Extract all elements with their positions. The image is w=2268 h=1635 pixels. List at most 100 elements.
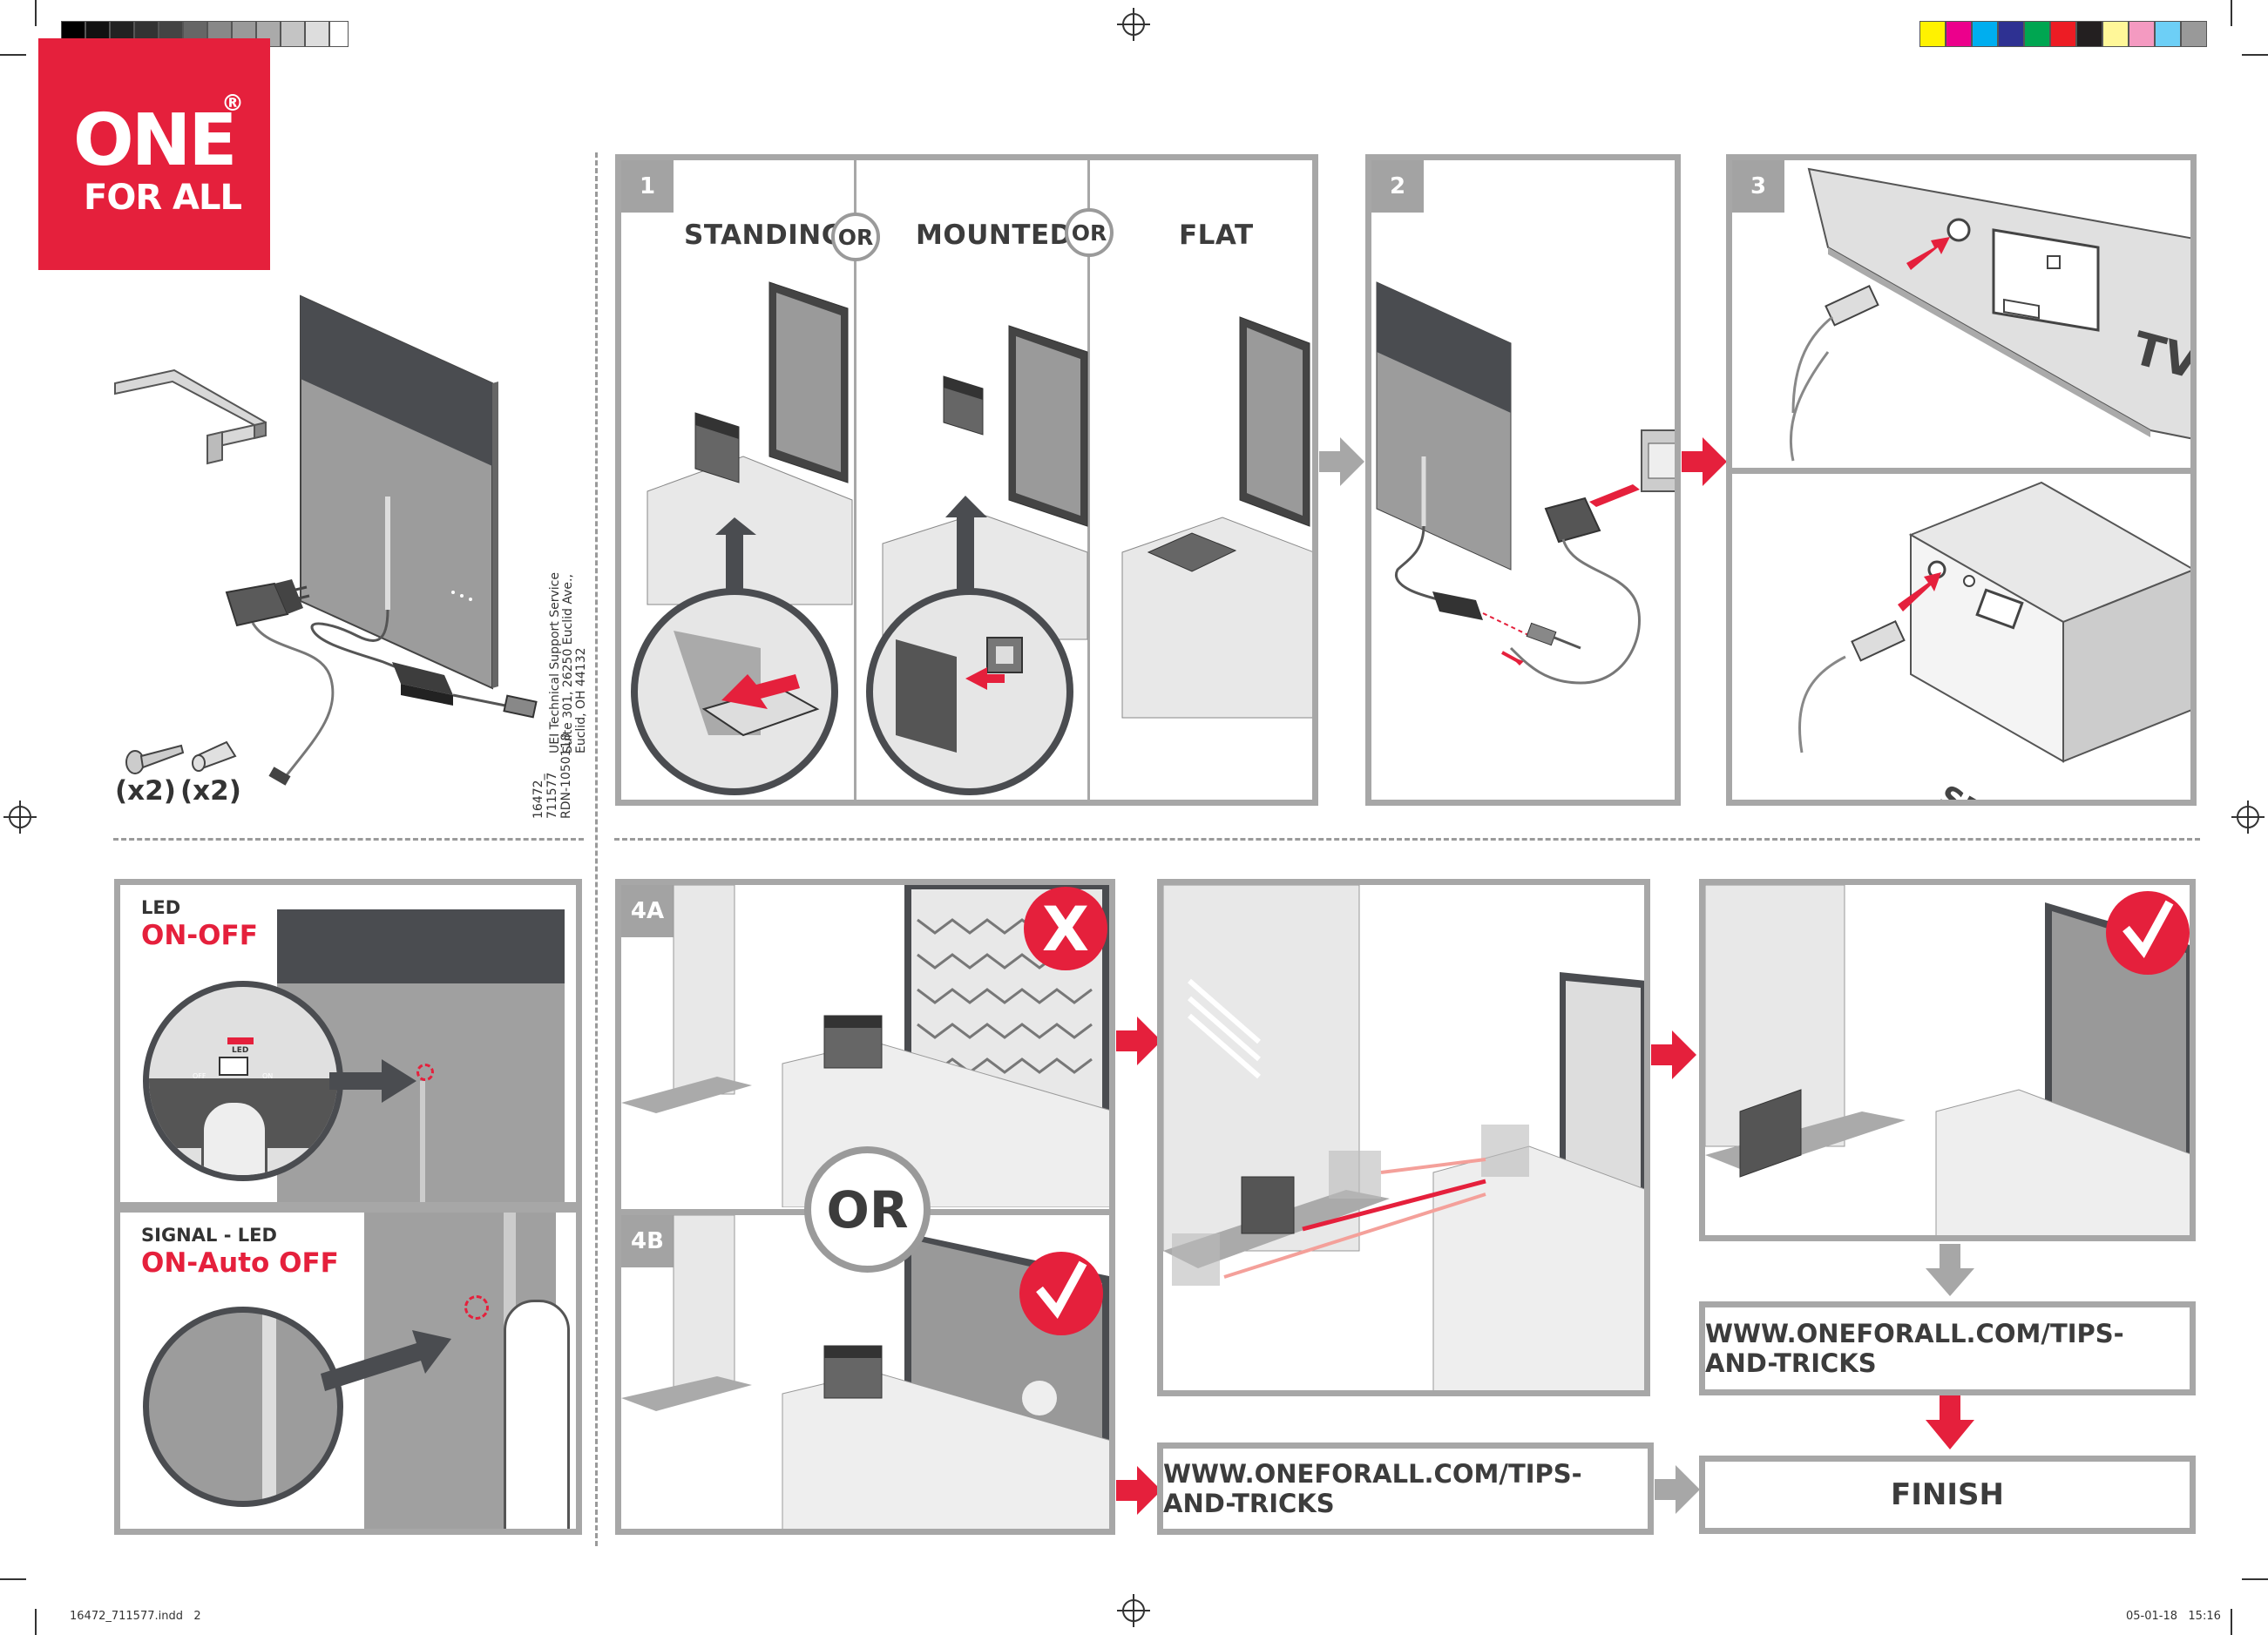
svg-text:X: X bbox=[1042, 894, 1089, 965]
registration-mark bbox=[3, 801, 37, 834]
screw-icon bbox=[125, 744, 185, 774]
signal-led-panel: SIGNAL - LED ON-Auto OFF bbox=[114, 1206, 582, 1535]
flow-arrow bbox=[1682, 437, 1727, 486]
edge-strip bbox=[262, 1313, 276, 1501]
flow-arrow-down bbox=[1926, 1394, 1974, 1449]
flow-arrow bbox=[1319, 437, 1364, 486]
finger bbox=[201, 1100, 267, 1175]
scene-5 bbox=[1163, 885, 1644, 1390]
flow-arrow bbox=[1116, 1017, 1161, 1065]
logo-line2: FOR ALL bbox=[84, 178, 242, 218]
footer-file: 16472_711577.indd 2 bbox=[70, 1610, 201, 1623]
registration-mark bbox=[1117, 8, 1150, 41]
amplifier-box bbox=[392, 662, 453, 706]
scene-4b bbox=[621, 1215, 1109, 1529]
swatch bbox=[281, 21, 305, 47]
led-toggle-switch[interactable] bbox=[219, 1057, 248, 1076]
color-bar bbox=[1919, 10, 2207, 47]
step-number: 1 bbox=[621, 160, 674, 213]
option-standing: STANDING bbox=[684, 220, 844, 251]
swatch bbox=[1946, 21, 1972, 47]
crop-mark bbox=[2242, 54, 2268, 56]
flow-arrow bbox=[1655, 1465, 1700, 1514]
step1-panel: 1 STANDING MOUNTED FLAT OR OR bbox=[615, 154, 1318, 806]
step-number-4a: 4A bbox=[621, 885, 674, 937]
red-indicator bbox=[416, 1064, 434, 1081]
crop-mark bbox=[35, 0, 37, 26]
switch-on-label: ON bbox=[262, 1072, 274, 1080]
finish-box: FINISH bbox=[1699, 1456, 2196, 1534]
signal-title: SIGNAL - LED bbox=[141, 1225, 277, 1246]
swatch bbox=[2155, 21, 2181, 47]
crop-mark bbox=[0, 54, 26, 56]
or-badge-large: OR bbox=[804, 1146, 931, 1273]
divider bbox=[854, 160, 856, 800]
swatch bbox=[2024, 21, 2050, 47]
zoom-circle: LED OFF ON bbox=[143, 981, 343, 1181]
antenna-cable bbox=[310, 609, 410, 674]
product-contents-illustration bbox=[114, 294, 538, 786]
footer-date: 05-01-18 15:16 bbox=[2126, 1610, 2221, 1623]
finger bbox=[504, 1300, 570, 1529]
swatch bbox=[1998, 21, 2024, 47]
crop-mark bbox=[2242, 1578, 2268, 1580]
swatch bbox=[305, 21, 329, 47]
tips-link-lower[interactable]: WWW.ONEFORALL.COM/TIPS-AND-TRICKS bbox=[1157, 1442, 1654, 1535]
swatch bbox=[1919, 21, 1946, 47]
address-line: UEI Technical Support Service bbox=[548, 572, 562, 753]
crop-mark bbox=[35, 1609, 37, 1635]
standing-scene bbox=[631, 281, 853, 795]
or-badge: OR bbox=[1065, 208, 1114, 257]
step2-illustration bbox=[1376, 281, 1675, 685]
flat-scene bbox=[1121, 316, 1312, 719]
push-arrow bbox=[227, 1037, 254, 1044]
grayscale-bar bbox=[61, 10, 349, 47]
tips-link-upper[interactable]: WWW.ONEFORALL.COM/TIPS-AND-TRICKS bbox=[1699, 1301, 2196, 1395]
swatch bbox=[329, 21, 349, 47]
zoom-arrow bbox=[329, 1059, 416, 1103]
address-line: Suite 301, 26250 Euclid Ave., bbox=[561, 574, 575, 753]
zoom-circle bbox=[143, 1307, 343, 1507]
brand-logo: ONE ® FOR ALL bbox=[38, 38, 270, 270]
zoom-arrow bbox=[321, 1330, 451, 1391]
address-line: 16472_ bbox=[531, 774, 545, 819]
power-adapter bbox=[225, 579, 310, 627]
led-state: ON-OFF bbox=[141, 920, 258, 951]
center-strip bbox=[420, 1081, 425, 1202]
support-address-block: UEI Technical Support Service Suite 301,… bbox=[548, 527, 588, 753]
switch-off-label: OFF bbox=[193, 1072, 206, 1080]
option-flat: FLAT bbox=[1179, 220, 1254, 251]
swatch bbox=[2102, 21, 2129, 47]
power-cable bbox=[251, 622, 335, 780]
stb-illustration bbox=[1797, 481, 2190, 763]
switch-top-label: LED bbox=[232, 1046, 249, 1055]
step3-panel: 3 TV SET-TOP BOX bbox=[1726, 154, 2197, 806]
or-badge: OR bbox=[831, 213, 880, 261]
registration-mark bbox=[1117, 1594, 1150, 1627]
logo-line1: ONE bbox=[73, 99, 237, 182]
flow-arrow bbox=[1116, 1466, 1161, 1515]
step5-panel: 5 bbox=[1157, 879, 1650, 1396]
step-number-4b: 4B bbox=[621, 1215, 674, 1267]
registration-mark bbox=[2231, 801, 2265, 834]
step-number: 3 bbox=[1732, 160, 1784, 213]
swatch bbox=[2129, 21, 2155, 47]
horizontal-separator bbox=[113, 838, 584, 841]
stand-piece bbox=[114, 368, 267, 465]
divider bbox=[1087, 160, 1090, 800]
swatch bbox=[2050, 21, 2076, 47]
crop-mark bbox=[2231, 1609, 2232, 1635]
crop-mark bbox=[2231, 0, 2232, 26]
signal-state: ON-Auto OFF bbox=[141, 1247, 339, 1279]
address-line: Euclid, OH 44132 bbox=[574, 647, 588, 753]
divider bbox=[1732, 468, 2190, 474]
flow-arrow bbox=[1651, 1030, 1696, 1079]
step6-panel: 6 bbox=[1699, 879, 2196, 1241]
step4-panel: 4A 4B X OR bbox=[615, 879, 1115, 1535]
step-number: 2 bbox=[1371, 160, 1424, 213]
wall-plug-icon bbox=[192, 740, 237, 772]
scene-6 bbox=[1705, 885, 2190, 1235]
step1-illustration bbox=[631, 281, 1312, 795]
led-title: LED bbox=[141, 897, 181, 918]
swatch bbox=[2076, 21, 2102, 47]
